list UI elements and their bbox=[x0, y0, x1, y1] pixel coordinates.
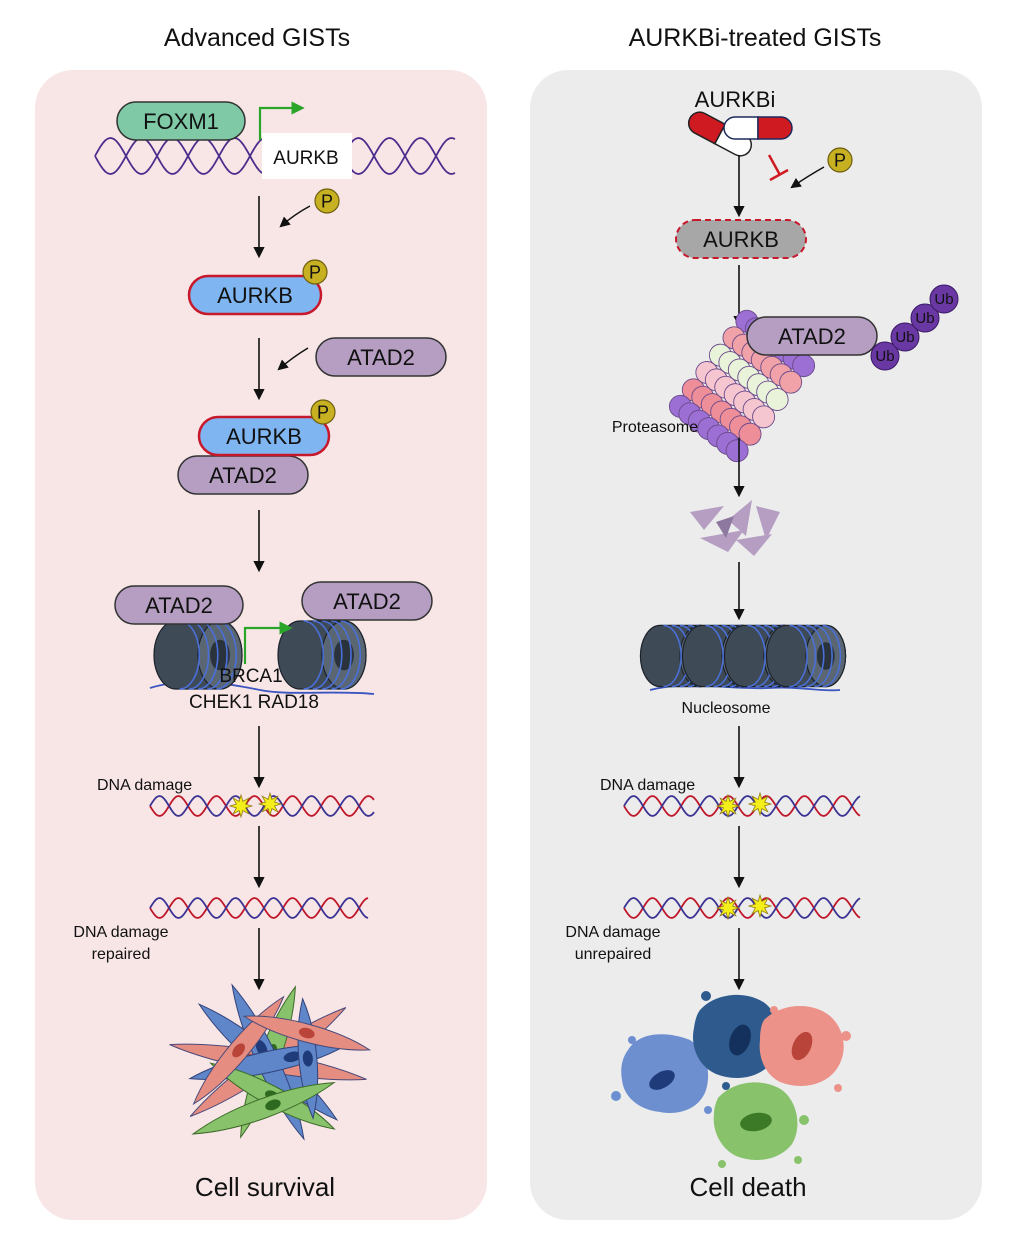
repaired-label-line1: DNA damage bbox=[73, 924, 168, 941]
phosphate-badge: P bbox=[827, 147, 853, 173]
dying-cells-illustration bbox=[611, 991, 851, 1168]
binding-arrow bbox=[277, 347, 309, 371]
foxm1-pill: FOXM1 bbox=[116, 101, 246, 141]
svg-text:AURKB: AURKB bbox=[226, 424, 302, 449]
svg-text:Ub: Ub bbox=[895, 329, 914, 346]
phosphorylation-arrow bbox=[790, 166, 825, 189]
nucleosome bbox=[765, 624, 847, 688]
aurkb-inhibited-pill: AURKB bbox=[675, 219, 807, 259]
aurkb-gene-label: AURKB bbox=[273, 148, 338, 169]
ubiquitin-badge: Ub bbox=[870, 341, 900, 371]
damage-burst bbox=[715, 895, 741, 921]
atad2-free-pill: ATAD2 bbox=[315, 337, 447, 377]
right-outcome-label: Cell death bbox=[689, 1172, 806, 1202]
dna-damage-label: DNA damage bbox=[97, 777, 192, 794]
transcription-start-arrow bbox=[258, 101, 305, 140]
inhibition-symbol bbox=[767, 154, 789, 182]
svg-text:ATAD2: ATAD2 bbox=[347, 345, 415, 370]
inhibitor-label: AURKBi bbox=[695, 87, 776, 112]
dna-strand-blue bbox=[149, 795, 375, 817]
foxm1-label: FOXM1 bbox=[143, 109, 219, 134]
aurkb-gene-helix: AURKB bbox=[94, 101, 456, 179]
target-genes-line1: BRCA1 bbox=[219, 666, 282, 687]
nucleosome-label: Nucleosome bbox=[682, 700, 771, 717]
dying-cell-blue bbox=[611, 1034, 712, 1114]
left-outcome-label: Cell survival bbox=[195, 1172, 335, 1202]
repaired-label-line2: repaired bbox=[92, 946, 151, 963]
left-panel: Advanced GISTs AURKB FOXM1 P AURKB P bbox=[35, 24, 487, 1220]
svg-text:ATAD2: ATAD2 bbox=[209, 463, 277, 488]
svg-text:AURKB: AURKB bbox=[703, 227, 779, 252]
degraded-protein-fragments bbox=[690, 500, 780, 556]
svg-text:Ub: Ub bbox=[915, 310, 934, 327]
svg-text:ATAD2: ATAD2 bbox=[145, 593, 213, 618]
dna-strand-red bbox=[149, 897, 369, 919]
nucleosome bbox=[277, 620, 367, 690]
right-panel: AURKBi-treated GISTs AURKBi P AURKB bbox=[530, 24, 982, 1220]
surviving-cells-illustration bbox=[169, 983, 372, 1141]
svg-text:Ub: Ub bbox=[934, 291, 953, 308]
damage-burst bbox=[747, 893, 773, 919]
svg-text:ATAD2: ATAD2 bbox=[333, 589, 401, 614]
ubiquitinated-atad2: ATAD2 Ub Ub Ub Ub bbox=[746, 284, 959, 371]
dna-strand-blue bbox=[149, 897, 369, 919]
unrepaired-label-line1: DNA damage bbox=[565, 924, 660, 941]
right-panel-title: AURKBi-treated GISTs bbox=[629, 24, 882, 52]
pill-capsule-icon bbox=[723, 116, 793, 140]
dying-cell-green bbox=[713, 1082, 809, 1168]
dna-strand-blue bbox=[623, 897, 861, 919]
aurkb-gene-box bbox=[262, 133, 352, 179]
phosphate-badge: P bbox=[314, 188, 340, 214]
ubiquitin-badge: Ub bbox=[890, 322, 920, 352]
gene-activation-arrow bbox=[243, 621, 293, 664]
ubiquitin-badge: Ub bbox=[910, 303, 940, 333]
repaired-dna bbox=[149, 897, 369, 919]
svg-text:ATAD2: ATAD2 bbox=[778, 324, 846, 349]
aurkb-phospho-pill: AURKB P bbox=[187, 259, 328, 316]
complex-aurkb-pill bbox=[197, 415, 331, 457]
unrepaired-dna bbox=[623, 893, 861, 921]
damage-burst bbox=[747, 791, 773, 817]
dying-cell-navy bbox=[692, 991, 788, 1090]
phosphate-badge bbox=[302, 259, 328, 285]
chromatin-atad2-right: ATAD2 bbox=[301, 581, 433, 621]
proteasome-label: Proteasome bbox=[612, 419, 698, 436]
unrepaired-label-line2: unrepaired bbox=[575, 946, 652, 963]
svg-text:P: P bbox=[321, 192, 333, 212]
dna-strand-red bbox=[623, 795, 861, 817]
damaged-dna bbox=[623, 791, 861, 819]
dying-cell-salmon bbox=[759, 1005, 851, 1092]
dna-strand-blue bbox=[623, 795, 861, 817]
chromatin-atad2-left: ATAD2 bbox=[114, 585, 244, 625]
svg-text:P: P bbox=[317, 403, 329, 423]
aurkb-protein-label: AURKB bbox=[217, 283, 293, 308]
dna-strand-red bbox=[623, 897, 861, 919]
damage-burst bbox=[715, 793, 741, 819]
chromatin-region: ATAD2 ATAD2 BRCA1 CHEK1 RAD18 bbox=[114, 581, 433, 713]
svg-text:Ub: Ub bbox=[875, 348, 894, 365]
left-panel-title: Advanced GISTs bbox=[164, 24, 350, 52]
phosphorylation-arrow bbox=[279, 205, 311, 228]
aurkb-atad2-complex: ATAD2 AURKB P bbox=[177, 399, 336, 495]
ubiquitin-badge: Ub bbox=[929, 284, 959, 314]
svg-text:P: P bbox=[834, 151, 846, 171]
damage-burst bbox=[257, 791, 283, 817]
damaged-dna bbox=[149, 791, 375, 819]
nucleosome-array bbox=[639, 624, 847, 692]
damage-burst bbox=[228, 793, 254, 819]
phosphate-badge bbox=[310, 399, 336, 425]
dna-damage-label: DNA damage bbox=[600, 777, 695, 794]
target-genes-line2: CHEK1 RAD18 bbox=[189, 692, 319, 713]
svg-text:P: P bbox=[309, 263, 321, 283]
